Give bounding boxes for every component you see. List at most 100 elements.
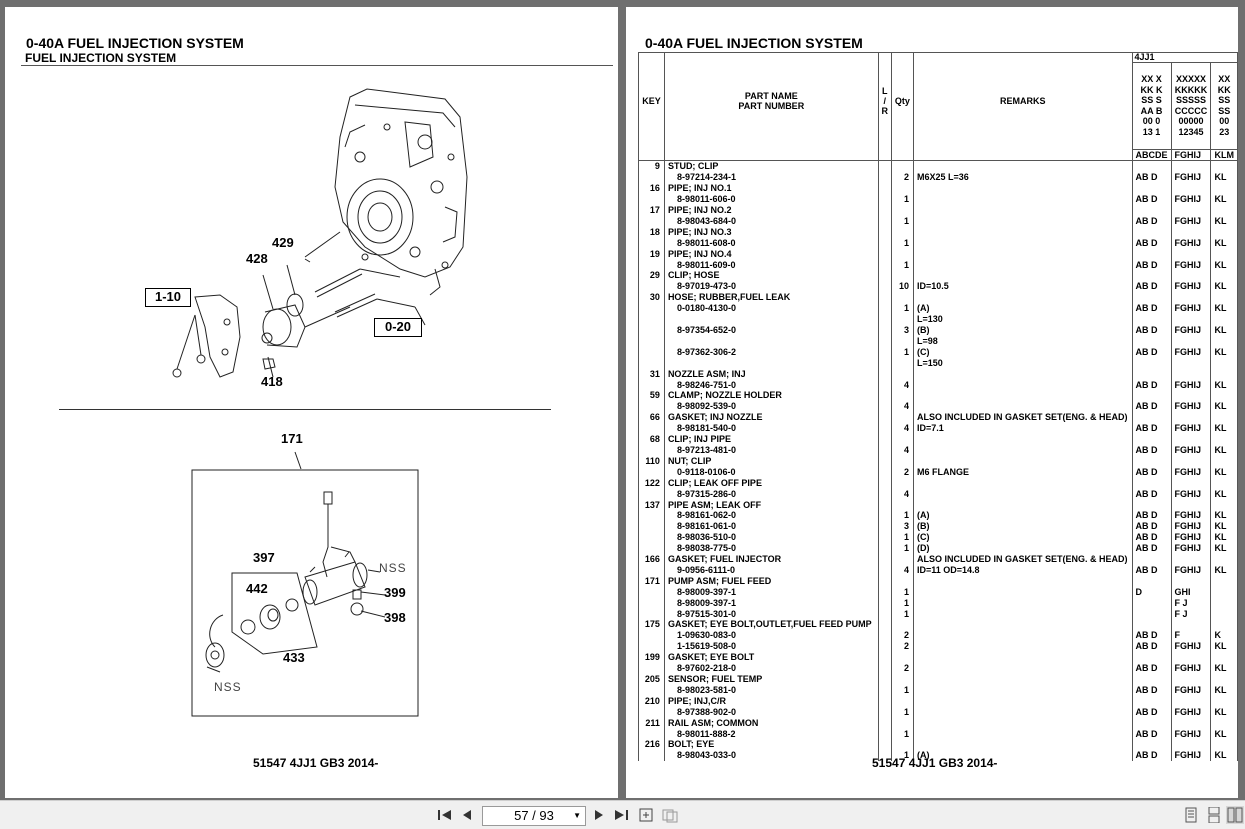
row-remarks: (B)	[912, 521, 1133, 533]
row-lr	[877, 434, 892, 445]
row-part-number: 8-98011-608-0	[663, 237, 879, 249]
row-code-c	[1210, 335, 1238, 347]
row-code-a: AB D	[1131, 663, 1172, 674]
row-remarks	[912, 390, 1133, 402]
row-lr	[877, 444, 892, 456]
row-code-b	[1170, 205, 1212, 216]
row-lr	[877, 739, 892, 751]
row-remarks	[912, 739, 1133, 751]
row-code-b: FGHIJ	[1170, 194, 1212, 206]
row-lr	[877, 183, 892, 195]
row-key	[638, 357, 665, 369]
row-code-b: FGHIJ	[1170, 215, 1212, 227]
model-col-3-line: 00	[1219, 116, 1230, 127]
row-code-c: KL	[1210, 379, 1238, 391]
model-col-1-line: 00 0	[1142, 116, 1161, 127]
row-remarks: ALSO INCLUDED IN GASKET SET(ENG. & HEAD)	[912, 412, 1133, 424]
row-qty: 4	[890, 423, 914, 435]
row-part-number: 8-98036-510-0	[663, 532, 879, 544]
row-code-b	[1170, 226, 1212, 238]
two-page-icon[interactable]	[1226, 806, 1244, 824]
row-code-a: AB D	[1131, 466, 1172, 478]
row-qty: 3	[890, 325, 914, 336]
next-page-icon[interactable]	[590, 806, 608, 824]
row-code-b	[1170, 717, 1212, 729]
row-lr	[877, 335, 892, 347]
row-code-a	[1131, 357, 1172, 369]
row-code-b	[1170, 619, 1212, 631]
col-key: KEY	[638, 52, 665, 149]
row-lr	[877, 499, 892, 511]
row-lr	[877, 521, 892, 533]
row-code-a: AB D	[1131, 237, 1172, 249]
row-qty: 4	[890, 379, 914, 391]
row-code-b: FGHIJ	[1170, 466, 1212, 478]
codes-spacer	[638, 149, 665, 162]
codes-spacer	[890, 149, 914, 162]
row-code-b	[1170, 575, 1212, 587]
row-lr	[877, 466, 892, 478]
row-code-a	[1131, 160, 1172, 173]
row-remarks	[912, 728, 1133, 740]
row-qty: 1	[890, 215, 914, 227]
model-col-1: XX X KK K SS S AA B 00 0 13 1	[1131, 62, 1172, 149]
model-col-3-line: KK	[1217, 84, 1231, 95]
row-qty	[890, 292, 914, 304]
callout-171: 171	[281, 431, 303, 446]
row-lr	[877, 303, 892, 315]
row-part-name: NOZZLE ASM; INJ	[663, 368, 879, 380]
row-code-c	[1210, 368, 1238, 380]
row-part-number: 8-97213-481-0	[663, 444, 879, 456]
row-lr	[877, 488, 892, 500]
single-page-icon[interactable]	[1182, 806, 1200, 824]
prev-page-icon[interactable]	[458, 806, 476, 824]
row-part-name: CLAMP; NOZZLE HOLDER	[663, 390, 879, 402]
row-code-b	[1170, 674, 1212, 685]
fit-page-icon[interactable]	[637, 806, 655, 824]
row-lr	[877, 608, 892, 620]
row-code-a	[1131, 674, 1172, 685]
row-lr	[877, 259, 892, 271]
row-code-b	[1170, 499, 1212, 511]
row-code-a: AB D	[1131, 564, 1172, 576]
callout-0-20[interactable]: 0-20	[374, 318, 422, 337]
row-part-number: 8-98161-062-0	[663, 510, 879, 522]
row-code-a	[1131, 292, 1172, 304]
first-page-icon[interactable]	[436, 806, 454, 824]
row-remarks	[912, 586, 1133, 598]
row-lr	[877, 674, 892, 685]
last-page-icon[interactable]	[612, 806, 630, 824]
row-remarks	[912, 597, 1133, 609]
row-part-name: BOLT; EYE	[663, 739, 879, 751]
row-remarks	[912, 401, 1133, 413]
row-key	[638, 532, 665, 544]
row-lr	[877, 455, 892, 467]
row-lr	[877, 543, 892, 555]
callout-398: 398	[384, 610, 406, 625]
row-code-a: AB D	[1131, 346, 1172, 358]
row-code-c	[1210, 205, 1238, 216]
row-part-number: 8-98009-397-1	[663, 586, 879, 598]
row-code-a	[1131, 554, 1172, 565]
continuous-page-icon[interactable]	[1205, 806, 1223, 824]
fit-width-icon[interactable]	[661, 806, 679, 824]
callout-1-10[interactable]: 1-10	[145, 288, 191, 307]
row-key: 9	[638, 160, 665, 173]
row-code-a: AB D	[1131, 303, 1172, 315]
row-lr	[877, 554, 892, 565]
row-code-a: AB D	[1131, 488, 1172, 500]
page-selector[interactable]: 57 / 93 ▼	[482, 806, 586, 826]
row-code-b	[1170, 160, 1212, 173]
row-key: 16	[638, 183, 665, 195]
row-key: 205	[638, 674, 665, 685]
